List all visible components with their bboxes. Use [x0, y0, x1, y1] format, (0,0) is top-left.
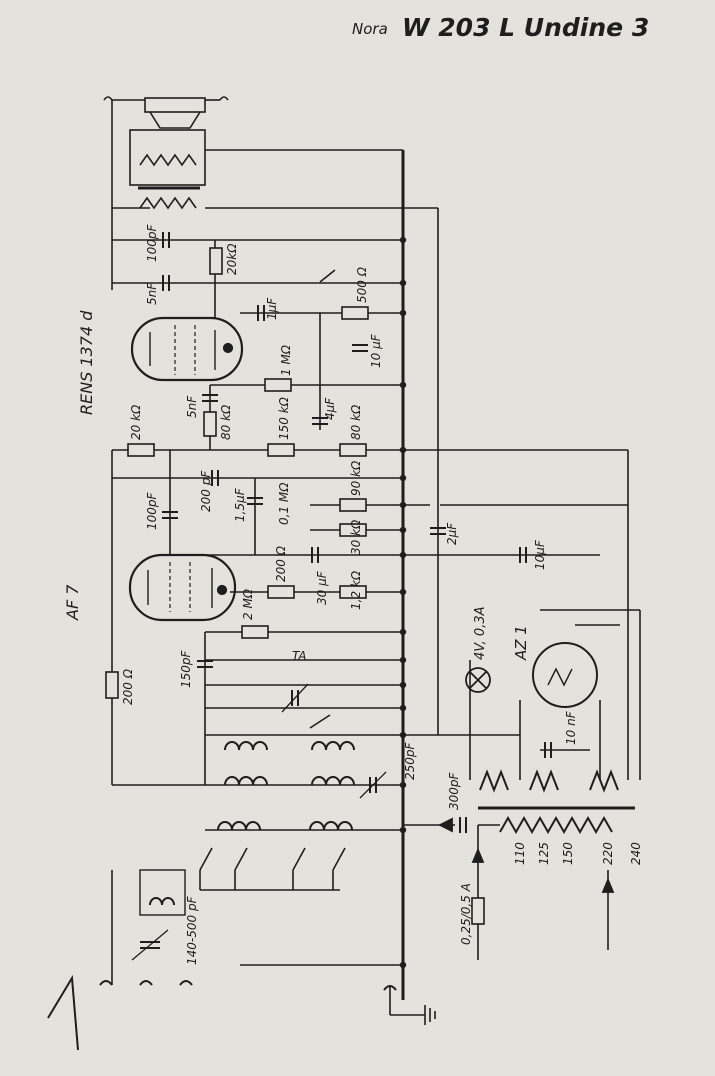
junction-dot [399, 781, 407, 789]
label-15uf: 1,5μF [233, 487, 247, 522]
label-250pf: 250pF [403, 741, 417, 780]
junction-dot [399, 309, 407, 317]
junction-dot [399, 628, 407, 636]
junction-dot [399, 681, 407, 689]
antenna-icon [47, 974, 397, 1051]
junction-dot [399, 551, 407, 559]
rectifier-tube-icon [532, 642, 598, 708]
label-30k: 30 kΩ [349, 519, 363, 555]
label-150k: 150 kΩ [277, 396, 291, 440]
mains-transformer-icon [478, 769, 635, 835]
label-fuse: 0,25/0,5 A [459, 883, 473, 945]
label-5nf-mid: 5nF [185, 395, 199, 418]
label-1uf: 1μF [265, 297, 279, 320]
junction-dot [399, 826, 407, 834]
junction-dot [399, 656, 407, 664]
label-10nf: 10 nF [564, 710, 578, 745]
junction-dot [399, 501, 407, 509]
label-5nf-top: 5nF [145, 282, 159, 305]
resistor-80k-a [203, 411, 217, 437]
label-01m: 0,1 MΩ [277, 482, 291, 525]
junction-dot [399, 588, 407, 596]
label-200-vert: 200 Ω [121, 668, 135, 705]
resistor-1m [264, 378, 292, 392]
rf-tube-icon [128, 553, 237, 622]
label-200: 200 Ω [274, 545, 288, 582]
arrow-icons [437, 817, 615, 893]
label-90k: 90 kΩ [349, 460, 363, 496]
label-2uf: 2μF [445, 522, 459, 545]
label-10uf-cath: 10 μF [369, 333, 383, 368]
label-10uf-filter: 10μF [533, 539, 547, 570]
junction-dot [399, 474, 407, 482]
label-150pf: 150pF [179, 649, 193, 688]
wiring [111, 100, 641, 1025]
resistor-80k-b [339, 443, 367, 457]
resistor-30k [339, 523, 367, 537]
label-4uf: 4μF [323, 397, 337, 420]
label-2m: 2 MΩ [241, 588, 255, 620]
lamp-icon [465, 667, 491, 693]
band-switches-icon [199, 269, 346, 891]
junction-dot [399, 381, 407, 389]
junction-dot [399, 731, 407, 739]
junction-dot [399, 704, 407, 712]
junction-dot [399, 526, 407, 534]
resistor-2m [241, 625, 269, 639]
brand-label: Nora [352, 20, 388, 38]
resistor-20k [209, 247, 223, 275]
junction-dot [399, 961, 407, 969]
label-lamp: 4V, 0,3A [473, 606, 488, 660]
resistor-150k [267, 443, 295, 457]
label-20k: 20kΩ [225, 243, 239, 275]
label-tap-150: 150 [561, 842, 575, 865]
label-300pf: 300pF [447, 771, 461, 810]
label-tap-220: 220 [601, 842, 615, 865]
label-tap-110: 110 [513, 842, 527, 865]
label-rectifier: AZ 1 [512, 625, 530, 661]
output-transformer-icon [129, 129, 206, 210]
label-100pf-top: 100pF [145, 223, 159, 262]
coils-icon [139, 741, 355, 916]
junction-dot [399, 446, 407, 454]
label-80k-a: 80 kΩ [219, 404, 233, 440]
resistor-12k [339, 585, 367, 599]
junction-dot [399, 279, 407, 287]
label-200pf: 200 pF [199, 470, 213, 512]
model-title: W 203 L Undine 3 [402, 13, 649, 42]
label-80k-b: 80 kΩ [349, 404, 363, 440]
resistor-90k [339, 498, 367, 512]
capacitors [131, 232, 552, 961]
label-30uf: 30 μF [315, 570, 329, 605]
resistor-500 [341, 306, 369, 320]
label-500: 500 Ω [355, 266, 369, 303]
resistors [105, 247, 485, 925]
fuse-icon [471, 897, 485, 925]
component-labels: 100pF 5nF 20kΩ 1μF 500 Ω 10 μF 1 MΩ 5nF … [121, 223, 643, 965]
resistor-20k-b [127, 443, 155, 457]
label-tuning-cap: 140-500 pF [185, 895, 199, 965]
label-20k-b: 20 kΩ [129, 404, 143, 440]
resistor-200 [267, 585, 295, 599]
label-tap-240: 240 [629, 842, 643, 865]
label-tap-125: 125 [537, 842, 551, 865]
label-ta: TA [292, 649, 306, 663]
rf-tube-label: AF 7 [63, 584, 82, 621]
label-100pf-mid: 100pF [145, 491, 159, 530]
junction-dot [399, 236, 407, 244]
junction-dots [399, 236, 407, 969]
label-1m: 1 MΩ [279, 344, 293, 376]
output-tube-label: RENS 1374 d [77, 310, 96, 415]
label-12k: 1,2 kΩ [349, 570, 363, 610]
output-tube-icon [130, 316, 244, 382]
loudspeaker-icon [103, 96, 229, 129]
resistor-200-vert [105, 671, 119, 699]
